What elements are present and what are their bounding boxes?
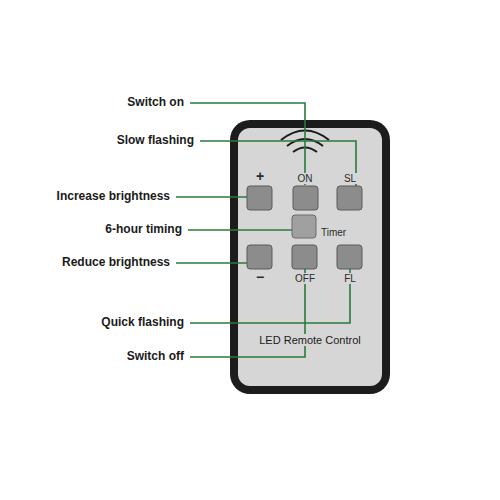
button-label: FL — [343, 273, 357, 284]
button-label: − — [255, 270, 265, 285]
button — [292, 245, 317, 269]
buttons — [247, 186, 362, 269]
button — [337, 245, 362, 269]
remote-panel — [238, 128, 382, 386]
callout-label: Increase brightness — [57, 190, 170, 203]
button — [247, 245, 272, 269]
callout-label: Quick flashing — [101, 316, 184, 329]
callout-label: Reduce brightness — [62, 256, 170, 269]
callout-label: Slow flashing — [117, 134, 194, 147]
callout-label: Switch off — [127, 350, 184, 363]
button-label: + — [255, 169, 265, 184]
callout-label: 6-hour timing — [105, 223, 182, 236]
leader-lines — [176, 103, 356, 357]
button — [293, 186, 318, 210]
button — [337, 186, 362, 210]
remote-housing — [230, 120, 390, 394]
button — [292, 215, 316, 238]
callout-label: Switch on — [127, 96, 184, 109]
button-label: OFF — [294, 273, 316, 284]
brand-text: LED Remote Control — [257, 334, 363, 346]
button — [247, 186, 272, 210]
button-label: SL — [343, 173, 357, 184]
button-label: ON — [297, 173, 314, 184]
button-label: Timer — [320, 227, 347, 238]
